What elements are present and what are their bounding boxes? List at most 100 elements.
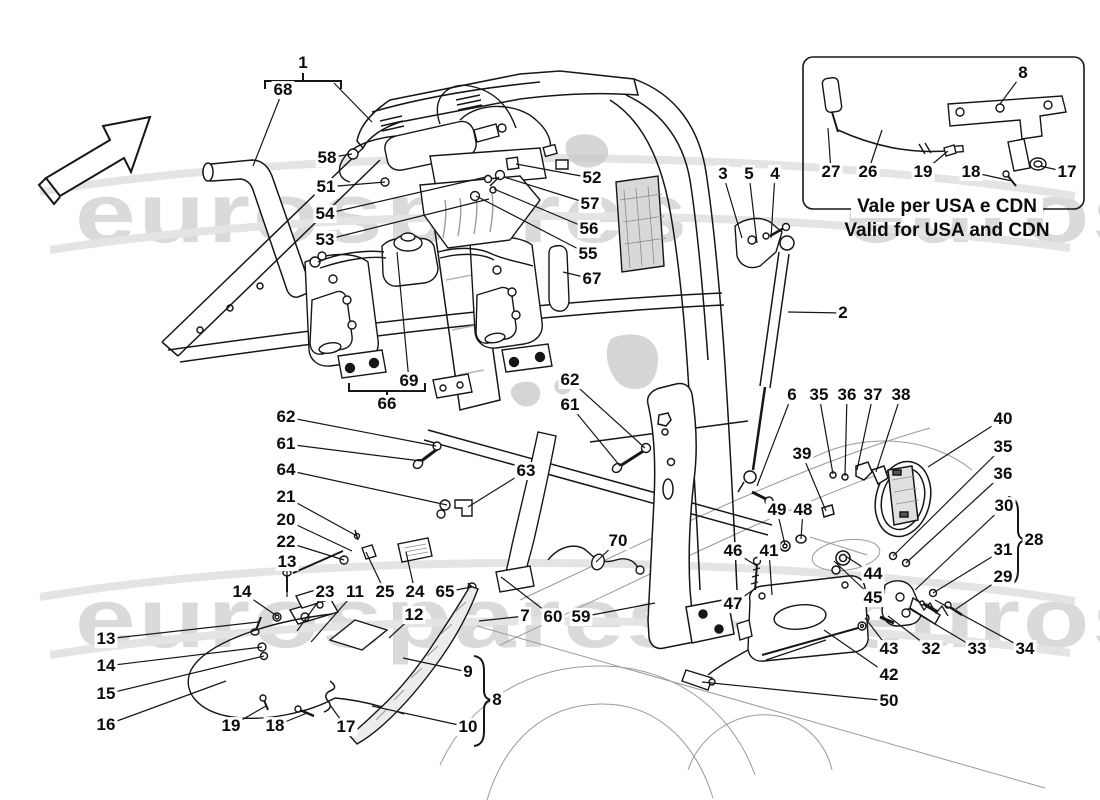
callout-40: 40 <box>991 409 1015 429</box>
callout-60: 60 <box>541 607 565 627</box>
callout-35: 35 <box>807 385 831 405</box>
flap-latch-lever <box>861 581 962 626</box>
callout-15: 15 <box>94 684 118 704</box>
callout-23: 23 <box>313 582 337 602</box>
fuel-flap <box>780 456 938 574</box>
hinge-pump <box>318 233 569 311</box>
callout-25: 25 <box>373 582 397 602</box>
fasteners-center <box>412 442 651 518</box>
callout-29: 29 <box>991 567 1015 587</box>
callout-18: 18 <box>263 716 287 736</box>
callout-69: 69 <box>397 371 421 391</box>
callout-47: 47 <box>721 594 745 614</box>
seal-tube <box>203 160 310 297</box>
callout-20: 20 <box>274 510 298 530</box>
callout-46: 46 <box>721 541 745 561</box>
direction-arrow-icon <box>39 117 150 204</box>
callout-58: 58 <box>315 148 339 168</box>
callout-62: 62 <box>274 407 298 427</box>
callout-35: 35 <box>991 437 1015 457</box>
vent-mesh <box>616 176 666 272</box>
callout-41: 41 <box>757 541 781 561</box>
callout-43: 43 <box>877 639 901 659</box>
callout-61: 61 <box>558 395 582 415</box>
cable-grommet <box>548 546 644 574</box>
callout-18: 18 <box>959 162 983 182</box>
hinge-assembly-right <box>470 238 552 372</box>
callout-2: 2 <box>836 303 850 323</box>
callout-10: 10 <box>456 717 480 737</box>
callout-62: 62 <box>558 370 582 390</box>
callout-27: 27 <box>819 162 843 182</box>
note-english: Valid for USA and CDN <box>844 220 1050 241</box>
callout-67: 67 <box>580 269 604 289</box>
callout-65: 65 <box>433 582 457 602</box>
callout-53: 53 <box>313 230 337 250</box>
support-bracket <box>433 374 556 592</box>
callout-42: 42 <box>877 665 901 685</box>
callout-57: 57 <box>578 194 602 214</box>
note-italian: Vale per USA e CDN <box>851 196 1043 218</box>
callout-8: 8 <box>490 690 504 710</box>
callout-26: 26 <box>856 162 880 182</box>
callout-17: 17 <box>1055 162 1079 182</box>
callout-37: 37 <box>861 385 885 405</box>
hinge-bracket-345 <box>735 219 790 268</box>
arch-trim-strip <box>350 586 478 744</box>
callout-34: 34 <box>1013 639 1037 659</box>
callout-19: 19 <box>911 162 935 182</box>
callout-50: 50 <box>877 691 901 711</box>
callout-6: 6 <box>785 385 799 405</box>
callout-33: 33 <box>965 639 989 659</box>
callout-4: 4 <box>768 164 782 184</box>
callout-14: 14 <box>230 582 254 602</box>
callout-22: 22 <box>274 532 298 552</box>
callout-44: 44 <box>861 564 885 584</box>
callout-8: 8 <box>1016 63 1030 83</box>
bonnet-lock-assembly <box>339 85 568 248</box>
callout-9: 9 <box>461 662 475 682</box>
callout-16: 16 <box>94 715 118 735</box>
callout-55: 55 <box>576 244 600 264</box>
hinge-assembly-left <box>305 252 386 378</box>
callout-68: 68 <box>271 80 295 100</box>
callout-5: 5 <box>742 164 756 184</box>
callout-28: 28 <box>1022 530 1046 550</box>
callout-7: 7 <box>518 606 532 626</box>
callout-12: 12 <box>402 605 426 625</box>
callout-51: 51 <box>314 177 338 197</box>
callout-38: 38 <box>889 385 913 405</box>
callout-52: 52 <box>580 168 604 188</box>
callout-70: 70 <box>606 531 630 551</box>
callout-59: 59 <box>569 607 593 627</box>
callout-56: 56 <box>577 219 601 239</box>
callout-36: 36 <box>991 464 1015 484</box>
callout-11: 11 <box>344 582 366 602</box>
callout-17: 17 <box>334 717 358 737</box>
callout-48: 48 <box>791 500 815 520</box>
callout-13: 13 <box>275 552 299 572</box>
callout-61: 61 <box>274 434 298 454</box>
callout-63: 63 <box>514 461 538 481</box>
callout-64: 64 <box>274 460 298 480</box>
callout-32: 32 <box>919 639 943 659</box>
callout-49: 49 <box>765 500 789 520</box>
callout-13: 13 <box>94 629 118 649</box>
callout-54: 54 <box>313 204 337 224</box>
callout-1: 1 <box>296 53 310 73</box>
callout-21: 21 <box>274 487 298 507</box>
callout-3: 3 <box>716 164 730 184</box>
callout-45: 45 <box>861 588 885 608</box>
usa-cdn-inset-box <box>803 57 1084 209</box>
callout-14: 14 <box>94 656 118 676</box>
gas-strut <box>738 236 794 505</box>
callout-36: 36 <box>835 385 859 405</box>
callout-39: 39 <box>790 444 814 464</box>
callout-31: 31 <box>991 540 1015 560</box>
callout-19: 19 <box>219 716 243 736</box>
callout-30: 30 <box>992 496 1016 516</box>
callout-24: 24 <box>403 582 427 602</box>
